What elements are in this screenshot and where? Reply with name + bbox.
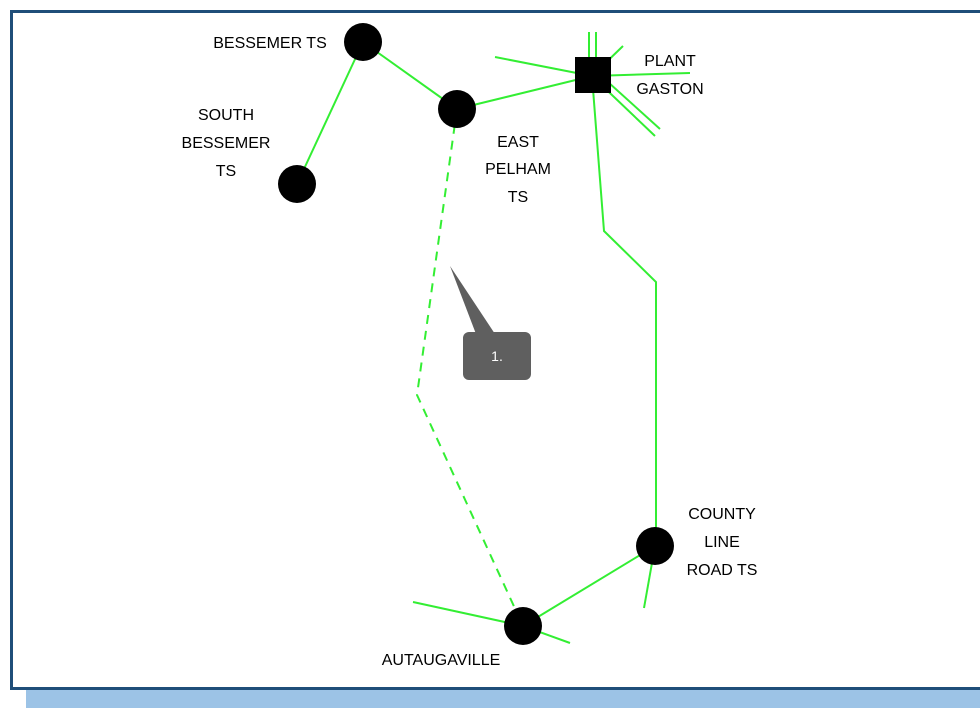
label-east-pelham-line-1: EAST (497, 134, 539, 151)
node-plant-gaston (575, 57, 611, 93)
line-bessemer-south-bessemer (296, 41, 364, 185)
line-county-line-autaugaville (522, 545, 656, 627)
line-gaston-county-line (591, 75, 657, 546)
label-county-line-line-2: LINE (704, 534, 740, 551)
label-south-bessemer-line-1: SOUTH (198, 107, 254, 124)
node-east-pelham-ts (438, 90, 476, 128)
label-bessemer-ts: BESSEMER TS (213, 35, 327, 52)
line-bessemer-east-pelham (362, 41, 458, 110)
callout-pointer (450, 266, 495, 334)
callout-1[interactable]: 1. (450, 266, 531, 380)
label-county-line-line-3: ROAD TS (687, 562, 758, 579)
label-south-bessemer-line-2: BESSEMER (182, 135, 271, 152)
label-county-line-line-1: COUNTY (688, 506, 756, 523)
label-east-pelham-line-3: TS (508, 189, 528, 206)
callout-label: 1. (491, 348, 503, 364)
label-plant-gaston-line-1: PLANT (644, 53, 696, 70)
label-plant-gaston-line-2: GASTON (636, 81, 703, 98)
line-east-pelham-plant-gaston (456, 75, 593, 110)
node-autaugaville (504, 607, 542, 645)
bottom-band (26, 690, 980, 708)
label-east-pelham-line-2: PELHAM (485, 161, 551, 178)
label-south-bessemer-line-3: TS (216, 163, 236, 180)
label-autaugaville: AUTAUGAVILLE (382, 652, 501, 669)
node-south-bessemer-ts (278, 165, 316, 203)
line-east-pelham-autaugaville-dashed (415, 108, 524, 627)
callout-box (463, 332, 531, 380)
node-county-line-road-ts (636, 527, 674, 565)
node-bessemer-ts (344, 23, 382, 61)
